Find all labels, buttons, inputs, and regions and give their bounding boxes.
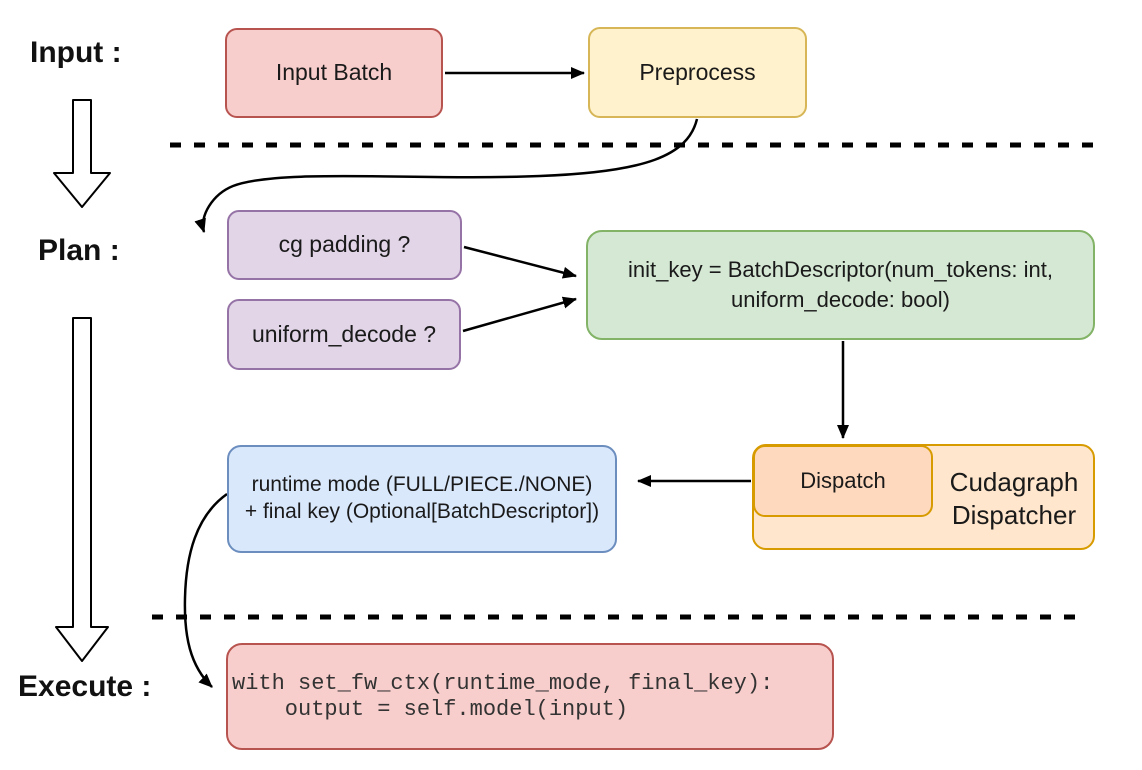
node-input-batch: Input Batch: [225, 28, 443, 118]
node-preprocess: Preprocess: [588, 27, 807, 118]
node-cudagraph-line2: Dispatcher: [951, 499, 1077, 530]
connector-cgpadding-to-initkey: [463, 245, 577, 279]
node-runtime-line2: + final key (Optional[BatchDescriptor]): [244, 500, 600, 523]
node-dispatch-label: Dispatch: [800, 468, 886, 494]
code-line-1: with set_fw_ctx(runtime_mode, final_key)…: [232, 671, 774, 696]
code-line-2: output = self.model(input): [232, 697, 629, 722]
node-runtime-line1: runtime mode (FULL/PIECE./NONE): [251, 473, 593, 497]
node-execute-code: with set_fw_ctx(runtime_mode, final_key)…: [226, 643, 834, 750]
node-cg-padding-label: cg padding ?: [278, 231, 411, 258]
node-input-batch-label: Input Batch: [275, 59, 393, 86]
node-init-key-line1: init_key = BatchDescriptor(num_tokens: i…: [628, 257, 1053, 283]
stage-arrow-input-to-plan-icon: [53, 99, 111, 208]
node-cudagraph-line1: Cudagraph: [949, 467, 1079, 497]
stage-label-input: Input :: [30, 36, 122, 69]
node-init-key: init_key = BatchDescriptor(num_tokens: i…: [586, 230, 1095, 340]
node-dispatch: Dispatch: [753, 445, 933, 517]
node-uniform-decode-label: uniform_decode ?: [251, 320, 437, 347]
node-uniform-decode: uniform_decode ?: [227, 299, 461, 370]
stage-label-plan: Plan :: [38, 234, 120, 267]
connector-runtime-to-code: [183, 492, 228, 688]
stage-arrow-plan-to-execute-icon: [55, 317, 109, 662]
node-init-key-line2: uniform_decode: bool): [731, 287, 950, 312]
connector-uniformdecode-to-initkey: [462, 296, 577, 333]
node-preprocess-label: Preprocess: [639, 58, 756, 85]
node-cg-padding: cg padding ?: [227, 210, 462, 280]
node-runtime-result: runtime mode (FULL/PIECE./NONE) + final …: [227, 445, 617, 553]
stage-label-execute: Execute :: [18, 670, 152, 703]
node-cudagraph-dispatcher-label: Cudagraph Dispatcher: [933, 466, 1095, 531]
